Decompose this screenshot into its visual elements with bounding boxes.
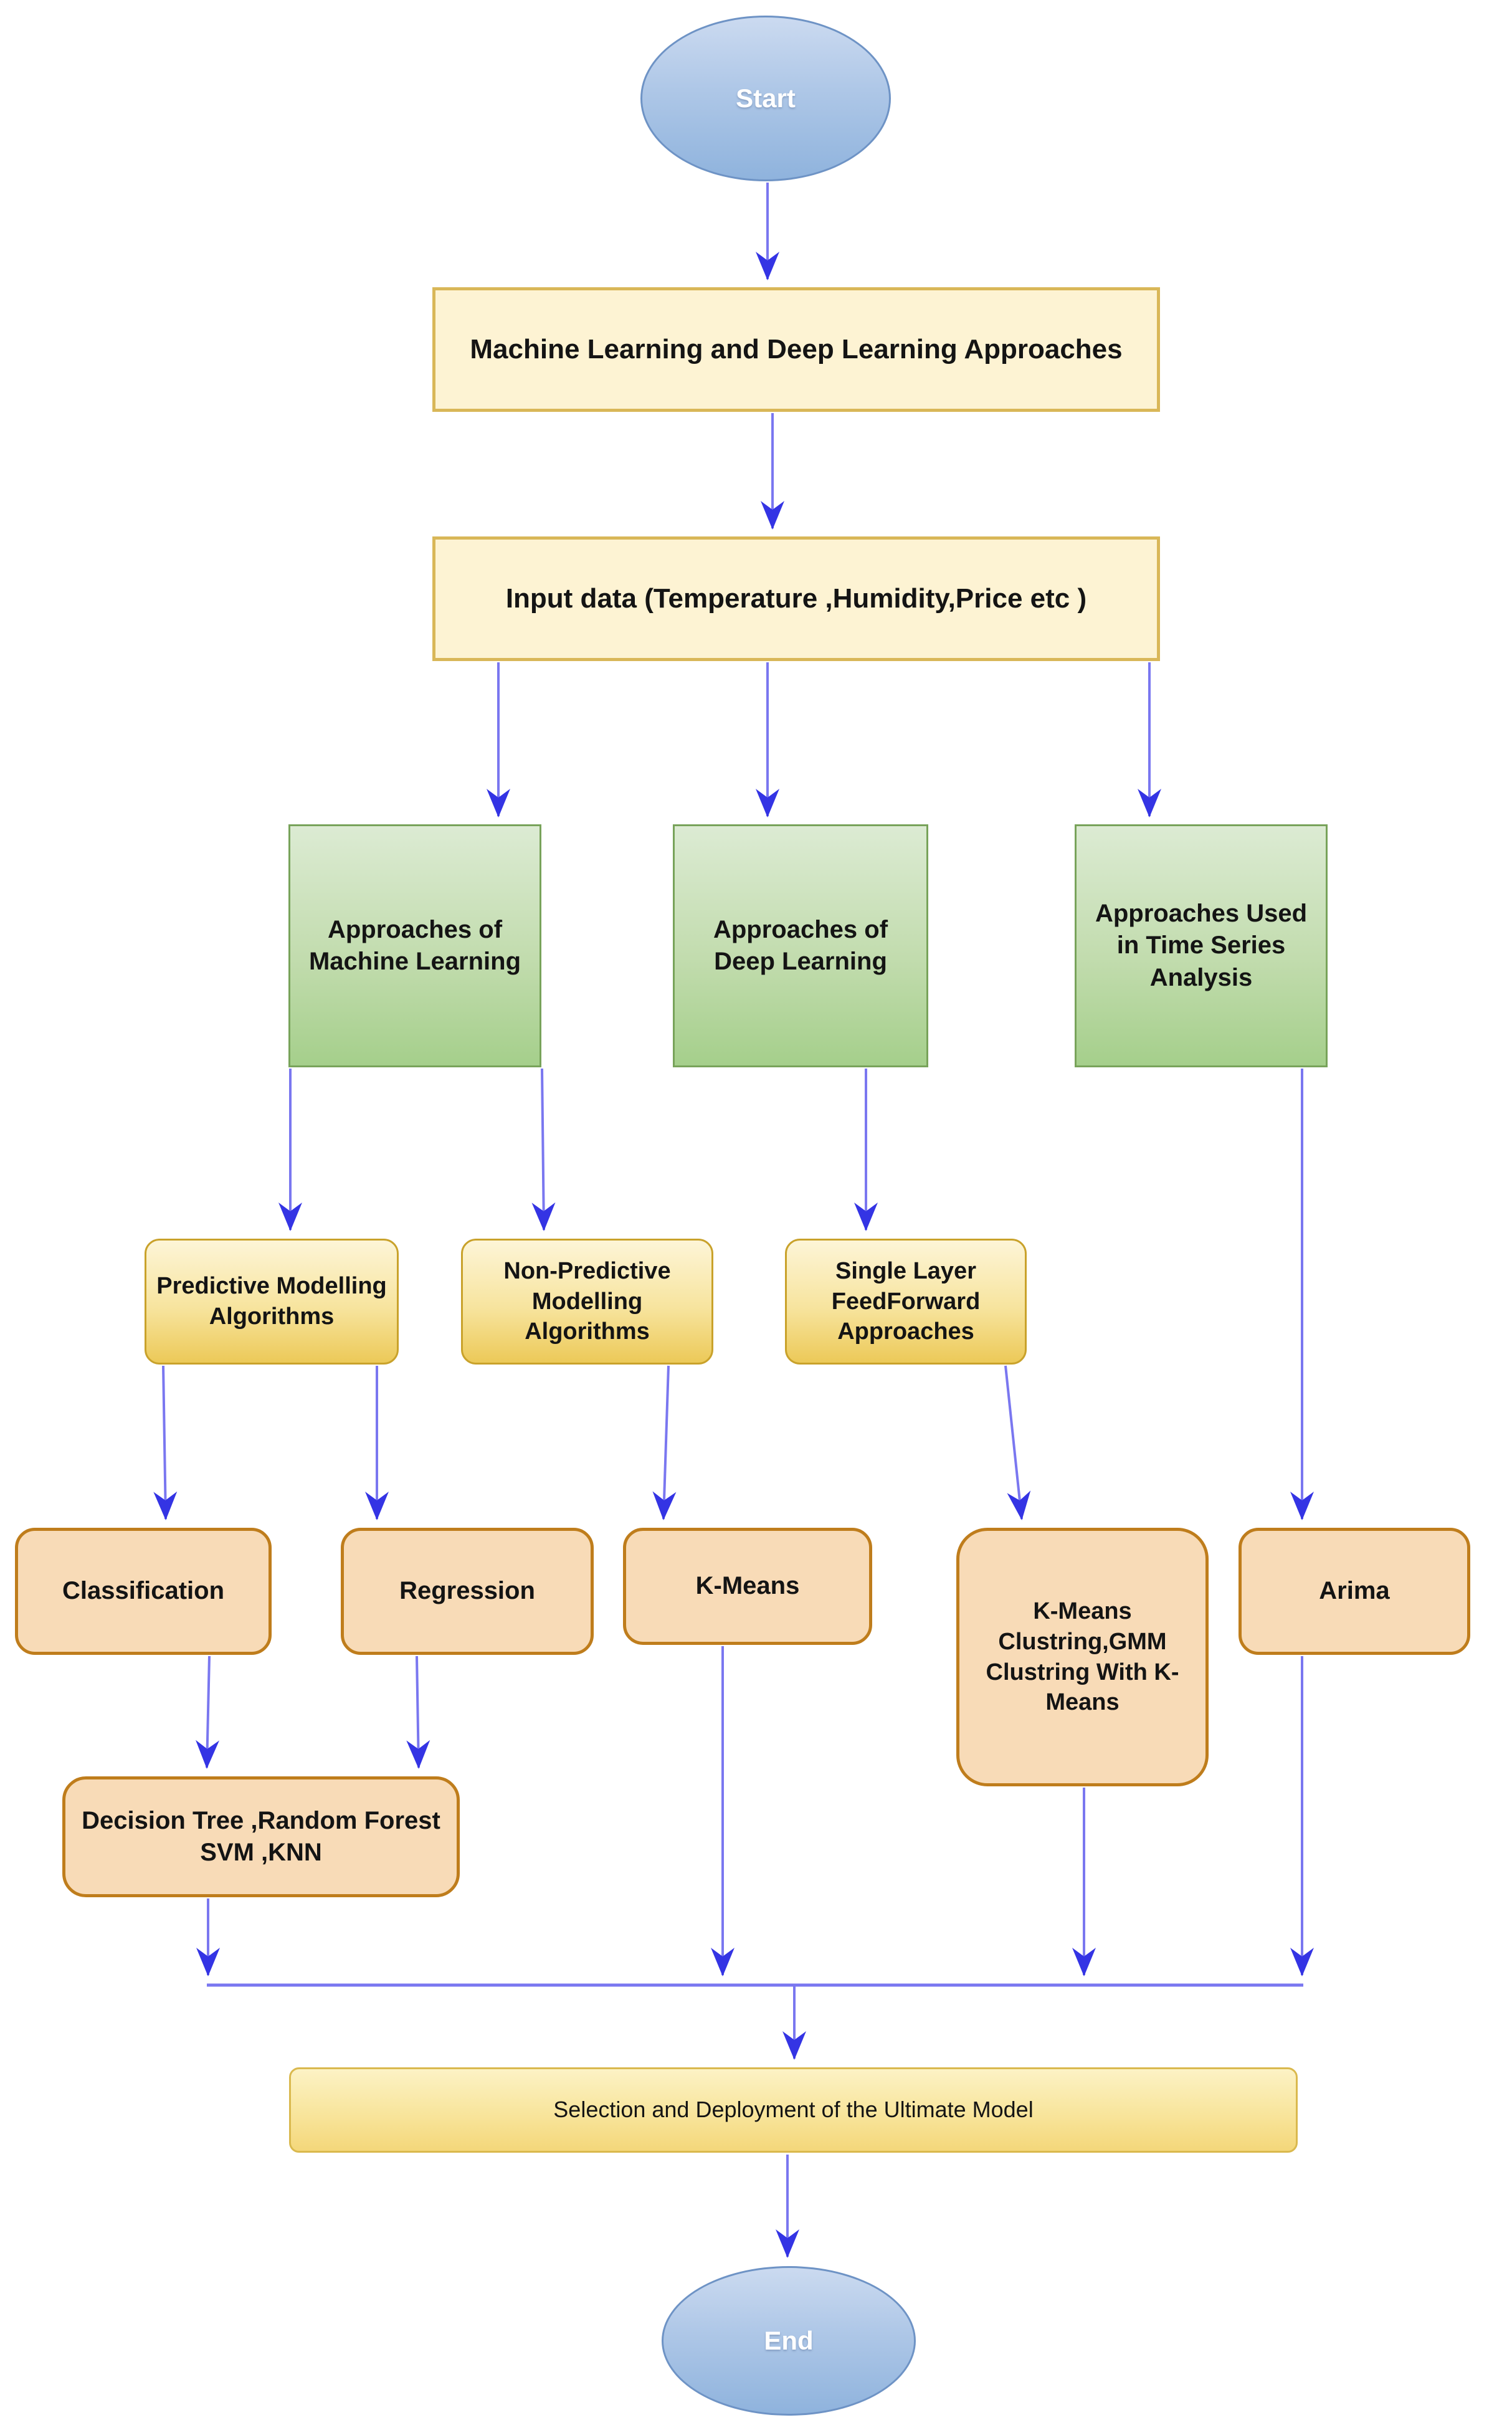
process-selection-deployment: Selection and Deployment of the Ultimate… xyxy=(289,2067,1298,2153)
end-node: End xyxy=(662,2266,916,2416)
leaf-regression-label: Regression xyxy=(399,1577,535,1605)
category-approaches-deep-learning-label: Approaches of Deep Learning xyxy=(713,915,888,975)
leaf-decision-tree-rf-svm-knn: Decision Tree ,Random Forest SVM ,KNN xyxy=(62,1776,460,1897)
leaf-regression: Regression xyxy=(341,1528,594,1655)
leaf-kmeans-gmm-clustering: K-Means Clustring,GMM Clustring With K-M… xyxy=(956,1528,1209,1786)
edge-singlelayer-to-gmm xyxy=(1004,1365,1031,1520)
process-input-data-label: Input data (Temperature ,Humidity,Price … xyxy=(505,583,1087,614)
edge-regression-to-dt xyxy=(406,1655,430,1769)
leaf-arima: Arima xyxy=(1239,1528,1470,1655)
category-approaches-time-series-label: Approaches Used in Time Series Analysis xyxy=(1095,900,1308,991)
family-non-predictive-modelling-label: Non-Predictive Modelling Algorithms xyxy=(503,1258,671,1345)
category-approaches-machine-learning-label: Approaches of Machine Learning xyxy=(308,915,521,975)
category-approaches-deep-learning: Approaches of Deep Learning xyxy=(673,824,928,1067)
leaf-kmeans: K-Means xyxy=(623,1528,872,1645)
edge-predictive-to-classification xyxy=(153,1365,178,1520)
edge-aml-to-nonpredictive xyxy=(531,1068,556,1231)
edge-nonpredictive-to-kmeans xyxy=(652,1365,677,1520)
family-non-predictive-modelling: Non-Predictive Modelling Algorithms xyxy=(461,1239,713,1365)
family-predictive-modelling-label: Predictive Modelling Algorithms xyxy=(156,1273,387,1330)
leaf-kmeans-label: K-Means xyxy=(695,1572,800,1600)
end-label: End xyxy=(764,2326,814,2356)
process-selection-deployment-label: Selection and Deployment of the Ultimate… xyxy=(553,2097,1034,2123)
family-predictive-modelling: Predictive Modelling Algorithms xyxy=(145,1239,399,1365)
edge-classification-to-dt xyxy=(195,1655,219,1769)
process-ml-dl-approaches: Machine Learning and Deep Learning Appro… xyxy=(432,287,1160,412)
leaf-arima-label: Arima xyxy=(1319,1577,1390,1605)
leaf-classification: Classification xyxy=(15,1528,272,1655)
start-label: Start xyxy=(736,83,796,113)
process-ml-dl-approaches-label: Machine Learning and Deep Learning Appro… xyxy=(470,333,1123,364)
start-node: Start xyxy=(640,16,891,181)
category-approaches-time-series: Approaches Used in Time Series Analysis xyxy=(1075,824,1328,1067)
leaf-decision-tree-rf-svm-knn-label: Decision Tree ,Random Forest SVM ,KNN xyxy=(82,1806,440,1866)
process-input-data: Input data (Temperature ,Humidity,Price … xyxy=(432,536,1160,661)
leaf-classification-label: Classification xyxy=(62,1577,225,1605)
family-single-layer-feedforward-label: Single Layer FeedForward Approaches xyxy=(831,1258,981,1345)
leaf-kmeans-gmm-clustering-label: K-Means Clustring,GMM Clustring With K-M… xyxy=(986,1598,1179,1716)
family-single-layer-feedforward: Single Layer FeedForward Approaches xyxy=(785,1239,1027,1365)
category-approaches-machine-learning: Approaches of Machine Learning xyxy=(288,824,541,1067)
